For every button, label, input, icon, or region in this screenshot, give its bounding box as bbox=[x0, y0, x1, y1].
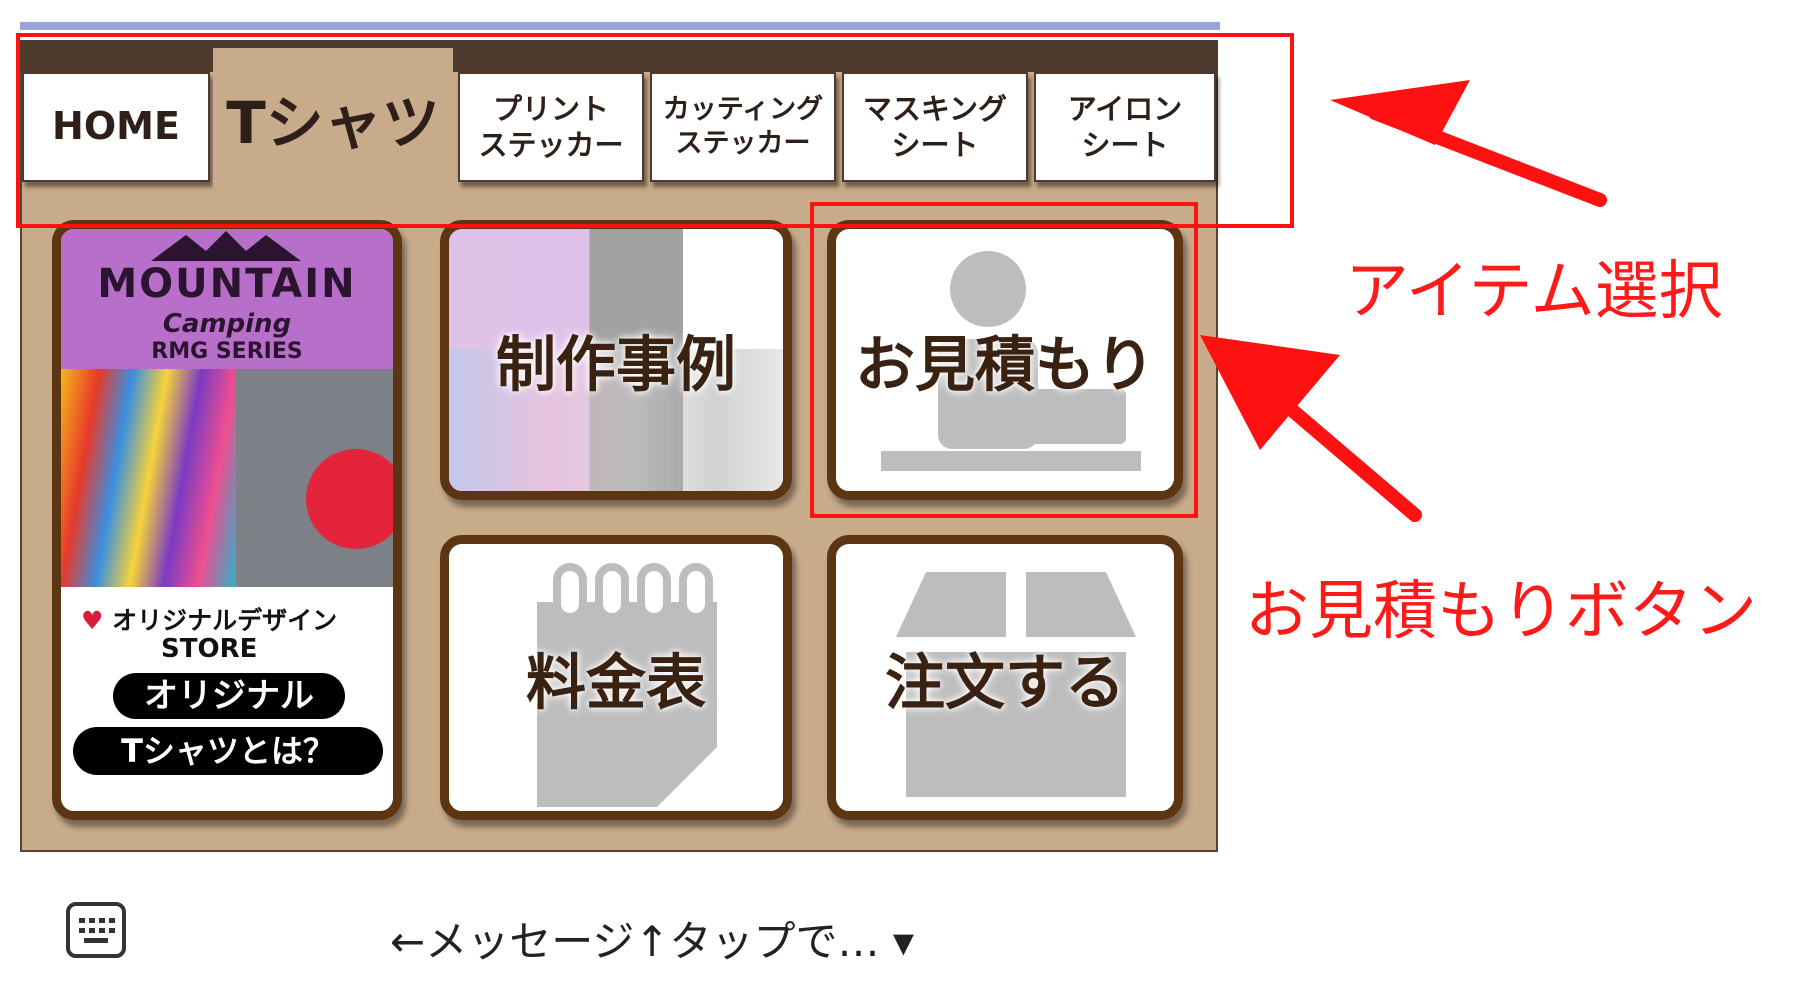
tab-cutting-sticker-line1: カッティング bbox=[662, 94, 824, 126]
series-text: RMG SERIES bbox=[151, 339, 303, 364]
store-brand-line: ♥ オリジナルデザイン bbox=[81, 601, 381, 637]
hanging-shirts-image bbox=[61, 369, 236, 587]
examples-collage-lower bbox=[449, 349, 783, 491]
heart-logo-icon: ♥ bbox=[81, 606, 104, 635]
mountain-shirt-image: MOUNTAIN Camping RMG SERIES bbox=[61, 229, 393, 369]
original-tshirt-tile[interactable]: MOUNTAIN Camping RMG SERIES ♥ オリジナルデザイン … bbox=[52, 220, 402, 820]
item-select-highlight-box bbox=[16, 33, 1294, 228]
pill-original: オリジナル bbox=[113, 673, 345, 719]
gray-shirt-image bbox=[236, 369, 393, 587]
tab-print-sticker-label: プリント ステッカー bbox=[478, 91, 623, 164]
tab-print-sticker-line2: ステッカー bbox=[478, 128, 624, 162]
mountain-logo-icon bbox=[151, 231, 301, 261]
box-icon bbox=[896, 562, 1136, 802]
tab-print-sticker[interactable]: プリント ステッカー bbox=[458, 72, 644, 182]
tab-masking-sheet-line2: シート bbox=[891, 128, 979, 162]
tab-cutting-sticker-label: カッティング ステッカー bbox=[663, 93, 823, 161]
store-brand-line-2: STORE bbox=[161, 634, 258, 664]
mountain-title: MOUNTAIN bbox=[97, 261, 357, 307]
tab-tshirt-label: Tシャツ bbox=[226, 89, 440, 157]
memo-pad-icon bbox=[527, 562, 727, 810]
tab-iron-sheet-line2: シート bbox=[1081, 128, 1169, 162]
estimate-highlight-box bbox=[810, 202, 1198, 518]
pill-what-is-tshirt: Tシャツとは？ bbox=[73, 727, 383, 775]
keyboard-icon[interactable] bbox=[66, 902, 126, 958]
price-list-tile[interactable]: 料金表 bbox=[440, 535, 792, 820]
tab-tshirt[interactable]: Tシャツ bbox=[213, 48, 453, 188]
tab-masking-sheet[interactable]: マスキング シート bbox=[842, 72, 1028, 182]
tab-iron-sheet-line1: アイロン bbox=[1067, 91, 1183, 126]
tab-home-label: HOME bbox=[52, 104, 180, 149]
tab-cutting-sticker-line2: ステッカー bbox=[675, 128, 811, 159]
person-at-desk-icon bbox=[876, 239, 1146, 489]
order-tile[interactable]: 注文する bbox=[827, 535, 1183, 820]
item-select-arrow-icon bbox=[1320, 75, 1620, 215]
estimate-button-annotation: お見積もりボタン bbox=[1245, 575, 1757, 649]
item-select-annotation: アイテム選択 bbox=[1345, 255, 1723, 329]
brand-line-1: オリジナルデザイン bbox=[112, 606, 338, 635]
estimate-label: お見積もり bbox=[855, 330, 1155, 401]
tab-masking-sheet-label: マスキング シート bbox=[863, 91, 1007, 164]
examples-label: 制作事例 bbox=[496, 330, 736, 401]
examples-tile[interactable]: 制作事例 bbox=[440, 220, 792, 500]
camping-text: Camping bbox=[162, 309, 292, 339]
tab-print-sticker-line1: プリント bbox=[492, 91, 609, 126]
tab-cutting-sticker[interactable]: カッティング ステッカー bbox=[650, 72, 836, 182]
estimate-arrow-icon bbox=[1200, 330, 1440, 530]
red-logo-icon bbox=[306, 449, 393, 549]
tab-iron-sheet-label: アイロン シート bbox=[1068, 91, 1183, 164]
tab-masking-sheet-line1: マスキング bbox=[862, 91, 1008, 126]
order-label: 注文する bbox=[885, 648, 1125, 718]
examples-collage-image bbox=[449, 229, 783, 491]
tab-home[interactable]: HOME bbox=[22, 72, 210, 182]
top-divider-line bbox=[20, 22, 1220, 30]
price-list-label: 料金表 bbox=[526, 648, 706, 718]
tab-iron-sheet[interactable]: アイロン シート bbox=[1034, 72, 1216, 182]
menu-toggle-text[interactable]: ←メッセージ↑タップで… ▾ bbox=[390, 917, 914, 966]
